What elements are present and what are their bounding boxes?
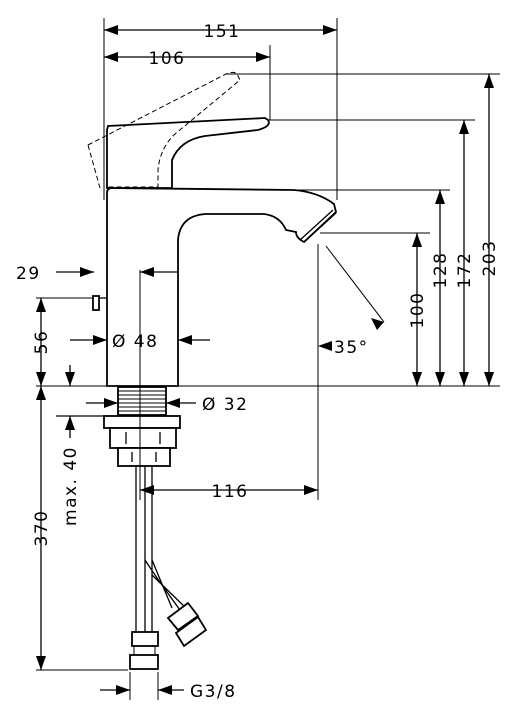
lever-alt-position [87, 71, 241, 189]
faucet-body [87, 71, 338, 387]
label-shank-diameter: Ø 32 [202, 395, 248, 415]
faucet-spout-body [106, 187, 338, 387]
lever-handle [106, 117, 270, 189]
aerator [299, 209, 337, 243]
label-popup-offset: 29 [16, 264, 41, 284]
popup-knob [92, 295, 100, 311]
label-height-outlet: 100 [408, 292, 428, 329]
hose-right-outline [144, 559, 189, 632]
label-height-total: 203 [480, 240, 500, 277]
washer [103, 415, 181, 429]
nut-details [125, 432, 161, 462]
label-height-lever: 172 [455, 252, 475, 289]
threaded-shank [117, 386, 167, 416]
label-popup-height: 56 [32, 330, 52, 355]
extension-lines [36, 18, 500, 700]
label-height-spout: 128 [431, 252, 451, 289]
label-outlet-angle: 35° [334, 338, 369, 358]
dimension-labels: 151 106 29 Ø 48 Ø 32 35° 116 G3/8 56 max… [16, 22, 500, 702]
thread-lines [118, 390, 166, 412]
hose-nut-right [174, 615, 208, 648]
mounting-assembly [103, 386, 181, 467]
supply-hoses [129, 466, 208, 670]
label-lever-reach: 106 [149, 49, 186, 69]
label-thickness: max. 40 [61, 446, 81, 526]
fixing-nut [109, 427, 177, 449]
hose-fitting-left [131, 631, 159, 647]
label-body-diameter: Ø 48 [112, 332, 158, 352]
dimension-lines [36, 25, 494, 695]
label-overall-width: 151 [204, 22, 241, 42]
label-hose-length: 370 [32, 510, 52, 547]
lower-nut [117, 447, 171, 467]
hose-nut-left [129, 654, 159, 670]
label-projection: 116 [212, 482, 249, 502]
label-connection: G3/8 [190, 682, 237, 702]
